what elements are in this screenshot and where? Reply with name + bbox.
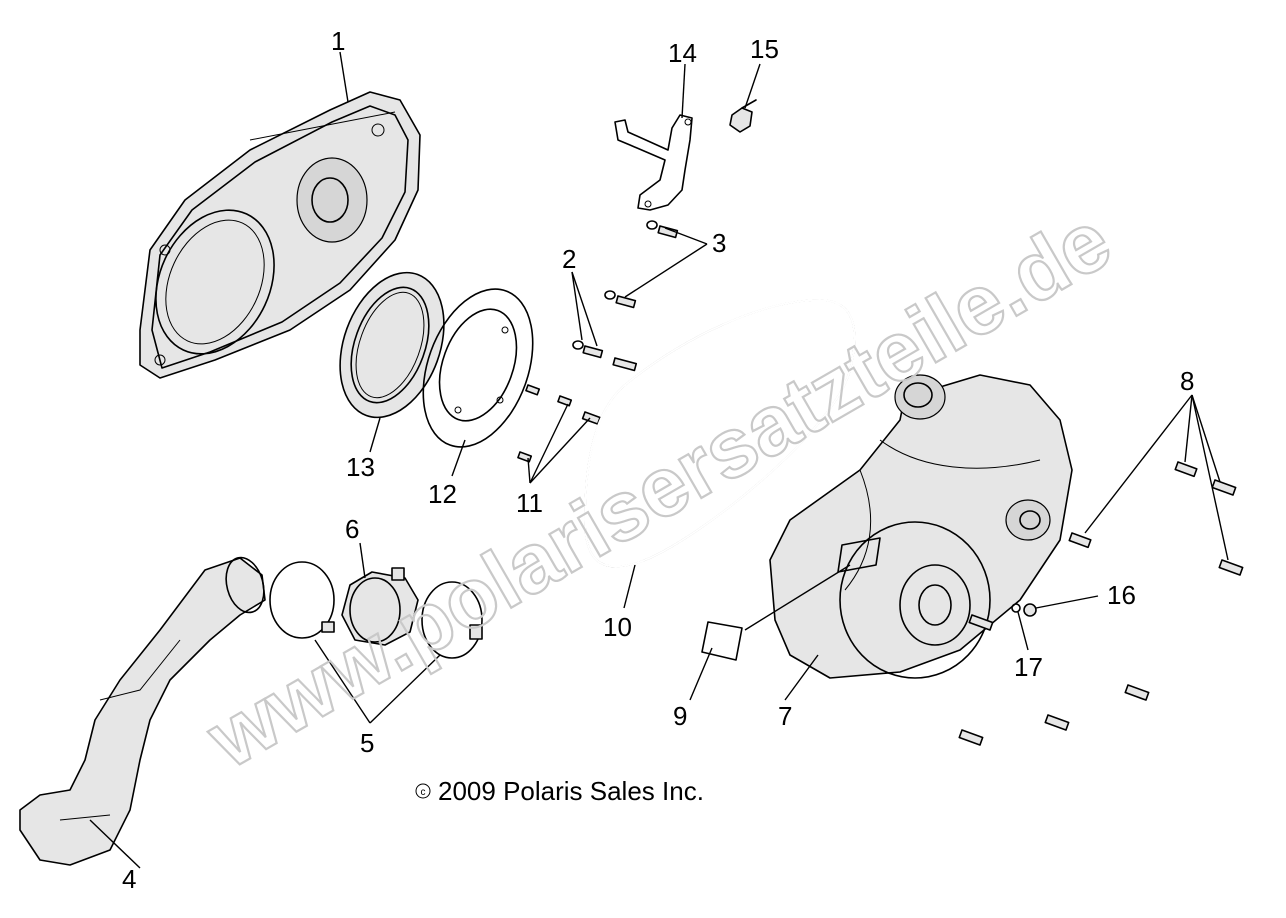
callout-8: 8 bbox=[1180, 366, 1194, 396]
callout-5: 5 bbox=[360, 728, 374, 758]
part-1-inner-clutch-cover bbox=[139, 91, 421, 379]
callout-labels: 1 2 3 4 5 6 7 8 9 10 11 12 13 14 15 16 1… bbox=[122, 26, 1194, 894]
part-15-bolt bbox=[729, 99, 757, 133]
callout-13: 13 bbox=[346, 452, 375, 482]
callout-4: 4 bbox=[122, 864, 136, 894]
copyright-notice: c 2009 Polaris Sales Inc. bbox=[415, 776, 704, 806]
part-4-intake-duct bbox=[19, 556, 266, 866]
part-8-bolts bbox=[958, 461, 1244, 746]
part-10-drive-belt bbox=[583, 298, 856, 568]
part-12-plate bbox=[422, 288, 534, 448]
leader-lines bbox=[89, 51, 1229, 869]
callout-16: 16 bbox=[1107, 580, 1136, 610]
callout-10: 10 bbox=[603, 612, 632, 642]
callout-12: 12 bbox=[428, 479, 457, 509]
copyright-symbol: c bbox=[421, 787, 426, 798]
part-14-bracket bbox=[614, 114, 693, 211]
callout-2: 2 bbox=[562, 244, 576, 274]
callout-11: 11 bbox=[516, 488, 543, 518]
callout-17: 17 bbox=[1014, 652, 1043, 682]
callout-9: 9 bbox=[673, 701, 687, 731]
part-7-outer-clutch-cover bbox=[769, 374, 1073, 679]
part-13-seal bbox=[339, 271, 445, 419]
callout-3: 3 bbox=[712, 228, 726, 258]
callout-14: 14 bbox=[668, 38, 697, 68]
part-3-screws bbox=[604, 220, 679, 309]
callout-6: 6 bbox=[345, 514, 359, 544]
part-2-screws bbox=[572, 340, 638, 372]
callout-15: 15 bbox=[750, 34, 779, 64]
part-16-17-fasteners bbox=[1011, 603, 1037, 617]
copyright-text: 2009 Polaris Sales Inc. bbox=[438, 776, 704, 806]
part-9-label bbox=[701, 537, 881, 661]
part-5-clamps bbox=[269, 561, 483, 659]
callout-7: 7 bbox=[778, 701, 792, 731]
part-11-screws bbox=[517, 384, 601, 463]
part-6-coupler bbox=[341, 567, 419, 646]
callout-1: 1 bbox=[331, 26, 345, 56]
